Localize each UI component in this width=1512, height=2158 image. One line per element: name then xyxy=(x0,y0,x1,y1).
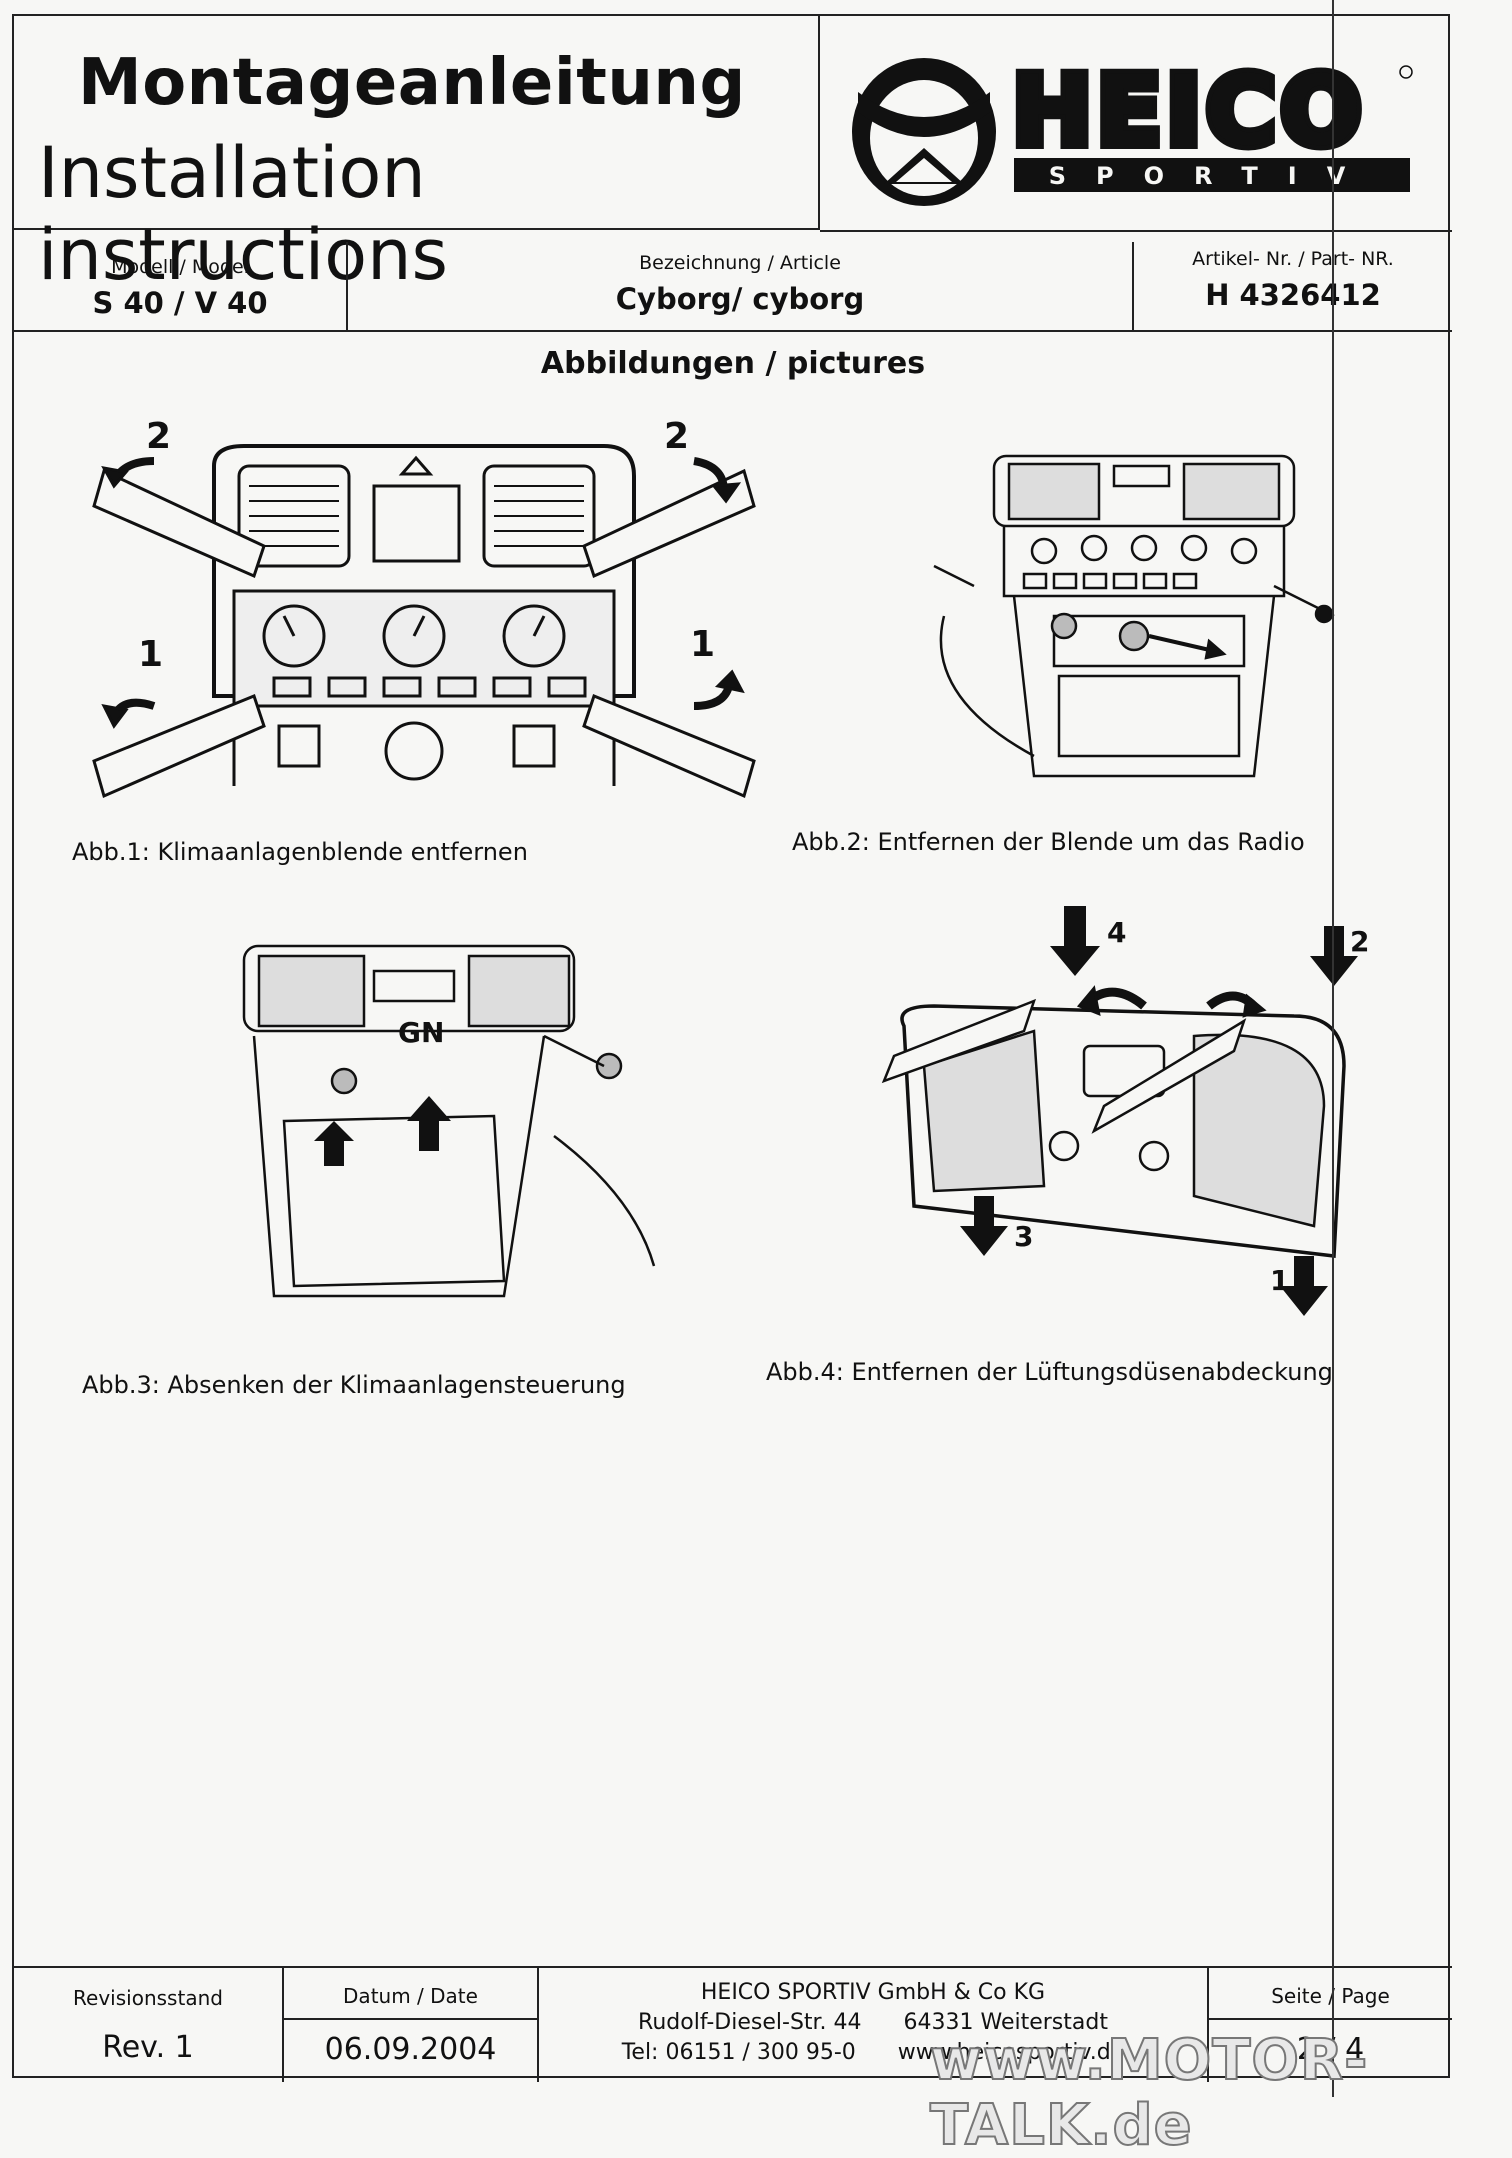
revision-cell: Revisionsstand Rev. 1 xyxy=(14,1968,284,2082)
figure-2-caption: Abb.2: Entfernen der Blende um das Radio xyxy=(792,828,1305,856)
page-value: 2 / 4 xyxy=(1296,2032,1365,2067)
figure-1-illustration: 2 2 1 1 xyxy=(84,406,764,816)
header-divider xyxy=(820,230,1452,232)
date-value: 06.09.2004 xyxy=(324,2032,497,2067)
brand-sub: SPORTIV xyxy=(1049,162,1376,190)
article-value: Cyborg/ cyborg xyxy=(615,282,865,316)
model-cell: Modell / Model S 40 / V 40 xyxy=(14,242,348,330)
page-label: Seite / Page xyxy=(1271,1984,1390,2008)
document-sheet: Montageanleitung Installation instructio… xyxy=(12,14,1452,2082)
fig4-marker-3: 3 xyxy=(1014,1220,1033,1253)
revision-label: Revisionsstand xyxy=(73,1986,223,2010)
footer: Revisionsstand Rev. 1 Datum / Date 06.09… xyxy=(14,1966,1452,2082)
part-number-cell: Artikel- Nr. / Part- NR. H 4326412 xyxy=(1134,242,1452,330)
fig4-marker-2: 2 xyxy=(1350,925,1369,958)
figure-1-caption: Abb.1: Klimaanlagenblende entfernen xyxy=(72,838,528,866)
company-contact: Tel: 06151 / 300 95-0 www.heicosportiv.d… xyxy=(621,2040,1125,2065)
fig4-marker-4: 4 xyxy=(1107,916,1126,949)
page-cell: Seite / Page 2 / 4 xyxy=(1209,1968,1452,2082)
fig1-marker-2-left: 2 xyxy=(146,416,171,457)
company-address-cell: HEICO SPORTIV GmbH & Co KG Rudolf-Diesel… xyxy=(539,1968,1209,2082)
fig3-marker-gn: GN xyxy=(398,1016,444,1049)
brand-text: HEICO xyxy=(1012,55,1366,167)
company-address: HEICO SPORTIV GmbH & Co KG Rudolf-Diesel… xyxy=(539,1978,1207,2068)
company-street: Rudolf-Diesel-Str. 44 64331 Weiterstadt xyxy=(638,2010,1108,2035)
date-label: Datum / Date xyxy=(343,1984,478,2008)
brand-outline: HEICO xyxy=(1012,55,1366,167)
part-number-label: Artikel- Nr. / Part- NR. xyxy=(1192,248,1394,270)
figure-3-illustration: GN xyxy=(164,936,664,1326)
fig1-marker-1-right: 1 xyxy=(690,624,715,665)
title-german: Montageanleitung xyxy=(78,46,746,120)
company-name: HEICO SPORTIV GmbH & Co KG xyxy=(700,1980,1046,2005)
figure-4-caption: Abb.4: Entfernen der Lüftungsdüsenabdeck… xyxy=(766,1358,1333,1386)
article-cell: Bezeichnung / Article Cyborg/ cyborg xyxy=(348,242,1134,330)
figure-4-illustration: 4 2 3 1 xyxy=(824,906,1384,1336)
article-label: Bezeichnung / Article xyxy=(639,252,841,274)
fig1-marker-1-left: 1 xyxy=(138,634,163,675)
date-cell: Datum / Date 06.09.2004 xyxy=(284,1968,539,2082)
fig1-marker-2-right: 2 xyxy=(664,416,689,457)
revision-value: Rev. 1 xyxy=(102,2030,194,2065)
watermark: www.MOTOR-TALK.de xyxy=(929,2027,1369,2158)
fig4-marker-1: 1 xyxy=(1270,1264,1289,1297)
scan-artifact-line xyxy=(1332,0,1334,2097)
pictures-heading: Abbildungen / pictures xyxy=(540,346,926,381)
title-english: Installation instructions xyxy=(38,132,448,296)
model-label: Modell / Model xyxy=(111,256,249,278)
meta-row: Modell / Model S 40 / V 40 Bezeichnung /… xyxy=(14,242,1452,332)
heico-logo-graphic: HEICO HEICO SPORTIV xyxy=(852,50,1413,206)
figure-3-caption: Abb.3: Absenken der Klimaanlagensteuerun… xyxy=(82,1371,626,1399)
title-block: Montageanleitung Installation instructio… xyxy=(14,16,820,296)
part-number-value: H 4326412 xyxy=(1205,278,1381,312)
model-value: S 40 / V 40 xyxy=(92,286,268,320)
figure-2-illustration xyxy=(914,436,1374,796)
heico-logo: HEICO HEICO SPORTIV xyxy=(844,50,1424,212)
